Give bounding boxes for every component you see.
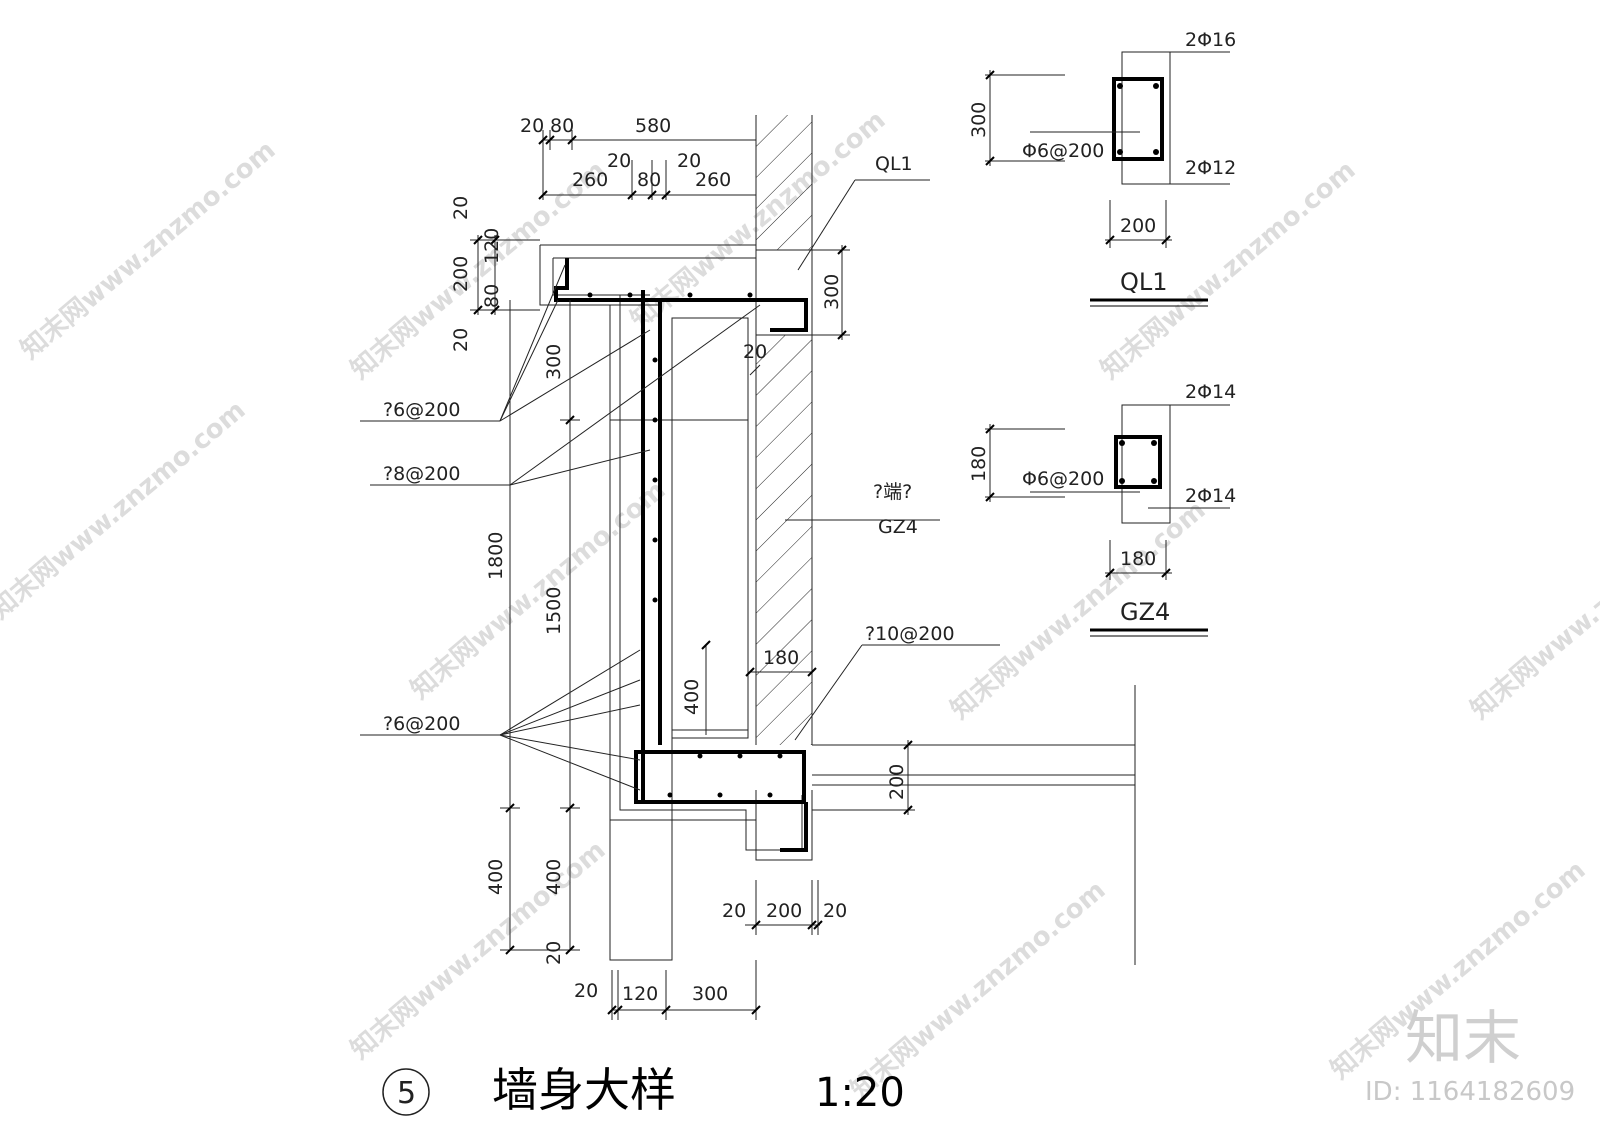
label-gz4-note: ?端? [873,481,912,503]
dim-text: 400 [485,859,507,895]
drawing-title: 墙身大样 [492,1063,676,1117]
planter-cavity [671,317,749,739]
dim-text: 300 [692,983,728,1005]
ql1-stirrup-label: Φ6@200 [1022,140,1104,162]
wall-section-detail: 20 80 580 20 20 260 80 260 20 120 200 80… [360,115,1136,1020]
dim-text: 260 [695,169,731,191]
rebar-dots [587,292,783,798]
watermark-text: 知末网www.znzmo.com [0,395,251,625]
gz4-stirrup-label: Φ6@200 [1022,468,1104,490]
label-ql1: QL1 [875,153,913,175]
ql1-width: 200 [1120,215,1156,237]
brand-logo-text: 知末 [1405,1004,1521,1072]
label-rebar: ?8@200 [383,463,460,485]
leader-lines [360,179,1000,791]
title-block: 5 墙身大样 1:20 [382,1063,905,1117]
detail-circle [382,1068,430,1116]
ql1-height: 300 [968,102,990,138]
ql1-top-bars: 2Φ16 [1185,29,1236,51]
dim-text: 300 [543,344,565,380]
gz4-top-bars: 2Φ14 [1185,381,1236,403]
dim-text: 180 [763,647,799,669]
section-ql1: 2Φ16 Φ6@200 2Φ12 300 200 QL1 [968,29,1236,307]
rebar-top [554,258,808,332]
dim-text: 300 [821,274,843,310]
detail-number: 5 [397,1076,416,1111]
ql1-title: QL1 [1120,268,1168,296]
dim-text: 400 [681,679,703,715]
gz4-title: GZ4 [1120,598,1170,626]
dim-text: 120 [481,228,503,264]
dim-text: 200 [450,256,472,292]
drawing-scale: 1:20 [815,1070,905,1116]
watermark-text: 知末网www.znzmo.com [15,135,281,365]
dim-text: 20 [823,900,847,922]
dim-text: 260 [572,169,608,191]
dim-text: 20 [450,196,472,220]
label-rebar: ?6@200 [383,399,460,421]
dim-text: 20 [677,150,701,172]
dim-text: 20 [722,900,746,922]
dim-text: 200 [766,900,802,922]
dim-text: 20 [450,328,472,352]
label-rebar: ?10@200 [865,623,955,645]
dim-text: 80 [481,284,503,308]
label-rebar: ?6@200 [383,713,460,735]
dim-text: 400 [543,859,565,895]
dim-text: 120 [622,983,658,1005]
wall-hatch [756,115,812,745]
dimension-ticks [473,135,913,1015]
dim-text: 20 [574,980,598,1002]
gz4-width: 180 [1120,548,1156,570]
watermark-text: 知末网www.znzmo.com [405,475,671,705]
ql1-stirrup [1112,77,1164,161]
dim-text: 1500 [543,587,565,635]
dim-text: 80 [550,115,574,137]
dim-text: 200 [886,764,908,800]
label-gz4: GZ4 [878,516,918,538]
rebar-bottom-beam [634,750,806,804]
dim-text: 580 [635,115,671,137]
dim-text: 20 [520,115,544,137]
gz4-bottom-bars: 2Φ14 [1185,485,1236,507]
ql1-bottom-bars: 2Φ12 [1185,157,1236,179]
watermark-text: 知末网www.znzmo.com [1465,495,1600,725]
dim-text: 20 [607,150,631,172]
rebar-hook [780,802,808,852]
brand-watermark: 知末 ID: 1164182609 [1365,1004,1575,1107]
ql1-outline [1121,51,1171,185]
gz4-outline [1121,404,1171,524]
dim-text: 80 [637,169,661,191]
gz4-stirrup [1114,435,1162,489]
gz4-height: 180 [968,446,990,482]
dim-text: 20 [743,341,767,363]
brand-id: ID: 1164182609 [1365,1077,1575,1107]
dim-text: 1800 [485,532,507,580]
dim-text: 20 [543,941,565,965]
watermark-text: 知末网www.znzmo.com [945,495,1211,725]
section-gz4: 2Φ14 Φ6@200 2Φ14 180 180 GZ4 [968,381,1236,637]
ql1-beam [755,249,813,336]
planter-outline [539,244,813,861]
